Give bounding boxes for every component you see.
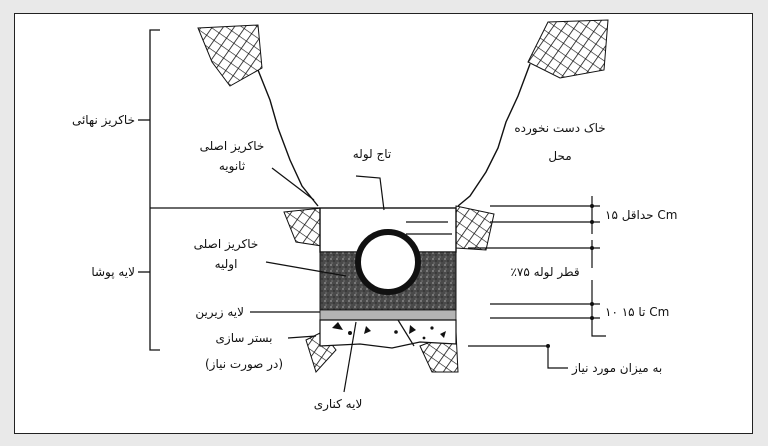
- pipe: [355, 229, 421, 295]
- trench-layers: [319, 207, 457, 349]
- label-bedding-thickness: ۱۰ تا ۱۵ Cm: [605, 305, 669, 319]
- label-bedding: لایه زیرین: [195, 305, 244, 320]
- bedding-band: [319, 309, 457, 321]
- label-min-cover: حداقل ۱۵ Cm: [605, 208, 677, 222]
- dimension-dots: [546, 204, 594, 348]
- label-foundation-1: بستر سازی: [216, 331, 273, 346]
- label-primary-backfill-2: اولیه: [215, 257, 238, 272]
- label-secondary-backfill-1: خاکریز اصلی: [200, 139, 265, 154]
- label-primary-backfill-1: خاکریز اصلی: [194, 237, 259, 252]
- labels: خاکریز نهائی لایه پوشا خاکریز اصلی ثانوی…: [72, 113, 678, 412]
- label-as-needed: به میزان مورد نیاز: [571, 361, 662, 376]
- label-cover-layer: لایه پوشا: [91, 265, 135, 280]
- label-pipe-diameter: ٪۷۵ قطر لوله: [510, 265, 579, 280]
- label-final-backfill: خاکریز نهائی: [72, 113, 135, 128]
- label-side-layer: لایه کناری: [314, 397, 363, 412]
- left-brackets: [138, 29, 320, 351]
- label-foundation-2: (در صورت نیاز): [205, 357, 283, 372]
- label-secondary-backfill-2: ثانویه: [219, 159, 245, 174]
- foundation-zone: [319, 319, 457, 349]
- trench-walls: [257, 63, 531, 207]
- foundation-stones: [332, 322, 446, 340]
- label-undisturbed-soil-2: محل: [548, 149, 571, 163]
- leader-lines: [250, 167, 415, 393]
- label-undisturbed-soil-1: خاک دست نخورده: [514, 121, 605, 136]
- label-pipe-crown: تاج لوله: [353, 147, 392, 162]
- right-dimension-lines: [406, 196, 606, 369]
